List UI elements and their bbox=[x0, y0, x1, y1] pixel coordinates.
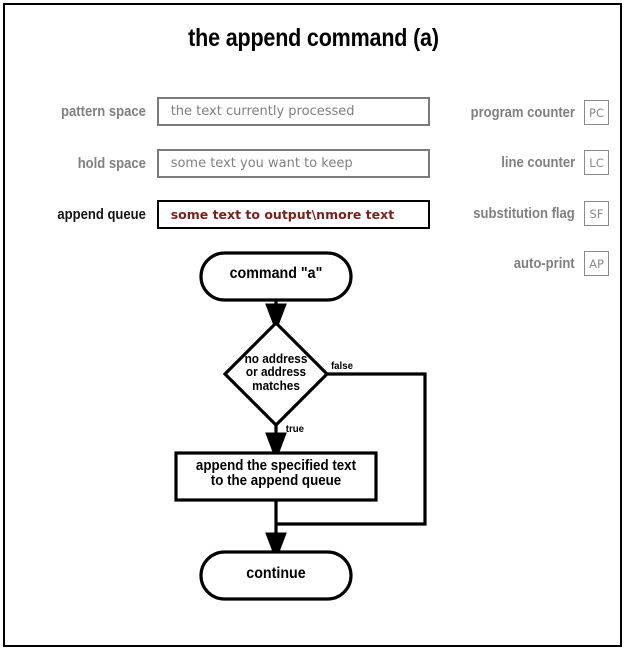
flow-label-decision: no address or address matches bbox=[244, 351, 308, 393]
flow-label-action: append the specified text to the append … bbox=[195, 458, 357, 490]
page-title: the append command (a) bbox=[188, 24, 439, 52]
flag-row-auto-print: auto-print AP bbox=[506, 251, 609, 276]
register-field-hold-space[interactable]: some text you want to keep bbox=[156, 149, 430, 178]
flag-box-line-counter[interactable]: LC bbox=[584, 150, 609, 175]
register-field-append-queue[interactable]: some text to output\nmore text bbox=[156, 200, 430, 229]
page-border bbox=[3, 3, 622, 647]
flow-edge-label-true: true bbox=[285, 423, 305, 435]
register-row-pattern-space: pattern space the text currently process… bbox=[20, 97, 430, 126]
register-value-pattern-space: the text currently processed bbox=[170, 104, 355, 119]
flag-label-substitution-flag: substitution flag bbox=[473, 205, 575, 222]
register-row-hold-space: hold space some text you want to keep bbox=[20, 149, 430, 178]
register-field-pattern-space[interactable]: the text currently processed bbox=[156, 97, 430, 126]
flag-box-auto-print[interactable]: AP bbox=[584, 251, 609, 276]
flag-label-program-counter: program counter bbox=[470, 104, 575, 121]
flow-edge-label-false: false bbox=[330, 360, 353, 372]
flag-box-substitution-flag[interactable]: SF bbox=[584, 201, 609, 226]
flag-label-auto-print: auto-print bbox=[514, 255, 575, 272]
register-label-append-queue: append queue bbox=[57, 206, 146, 223]
register-label-pattern-space: pattern space bbox=[61, 103, 146, 120]
register-value-hold-space: some text you want to keep bbox=[170, 156, 353, 171]
flag-label-line-counter: line counter bbox=[501, 154, 575, 171]
flag-row-line-counter: line counter LC bbox=[492, 150, 609, 175]
register-label-hold-space: hold space bbox=[77, 155, 146, 172]
flag-row-program-counter: program counter PC bbox=[458, 100, 609, 125]
register-row-append-queue: append queue some text to output\nmore t… bbox=[20, 200, 430, 229]
register-value-append-queue: some text to output\nmore text bbox=[170, 207, 395, 222]
flow-label-continue: continue bbox=[246, 565, 306, 582]
flag-box-program-counter[interactable]: PC bbox=[584, 100, 609, 125]
flow-label-start: command "a" bbox=[229, 265, 323, 282]
flag-row-substitution-flag: substitution flag SF bbox=[461, 201, 609, 226]
